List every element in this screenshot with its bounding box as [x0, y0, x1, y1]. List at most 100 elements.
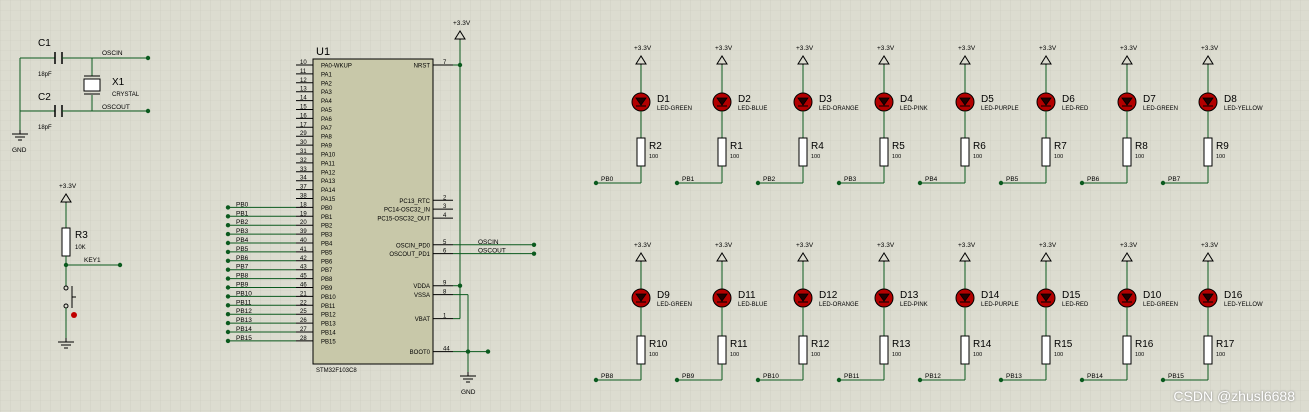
pin-name-PB12: PB12 [321, 313, 336, 319]
pin-num-37: 37 [300, 185, 307, 191]
pin-name-PA4: PA4 [321, 99, 333, 105]
res-ref-R15: R15 [1054, 339, 1073, 350]
terminal-led-PB1 [674, 180, 680, 186]
res-value-R17: 100 [1216, 352, 1225, 358]
res-ref-R1: R1 [730, 141, 743, 152]
led-ref-D2: D2 [738, 94, 751, 105]
pin-name-PB15: PB15 [321, 339, 336, 345]
pin-num-19: 19 [300, 211, 307, 217]
res-value-R9: 100 [1216, 154, 1225, 160]
pin-num-17: 17 [300, 122, 307, 128]
pin-num-30: 30 [300, 140, 307, 146]
resistor-R5 [879, 137, 889, 167]
resistor-R12 [798, 335, 808, 365]
res-ref-R4: R4 [811, 141, 824, 152]
switch-contact [63, 285, 69, 291]
oscin-terminal [145, 55, 151, 61]
net-led-label-PB7: PB7 [1168, 176, 1181, 183]
res-ref-R12: R12 [811, 339, 830, 350]
terminal-PB10 [225, 294, 231, 299]
pin-num-34: 34 [300, 176, 307, 182]
terminal-PB7 [225, 267, 231, 272]
pin-name-PB7: PB7 [321, 268, 333, 274]
res-value-R12: 100 [811, 352, 820, 358]
pin-name-NRST: NRST [414, 64, 431, 70]
led-triangle [878, 293, 890, 302]
led-type-D6: LED-RED [1062, 106, 1089, 112]
terminal-led-PB15 [1160, 377, 1166, 383]
net-led-label-PB2: PB2 [763, 176, 776, 183]
net-label-PB12: PB12 [236, 308, 252, 315]
pin-num-3: 3 [443, 204, 447, 210]
pin-name-PA10: PA10 [321, 153, 336, 159]
net-label-PB0: PB0 [236, 201, 249, 208]
pin-name-PA11: PA11 [321, 161, 335, 167]
led-rail-D12-label: +3.3V [796, 242, 814, 249]
pin-name-PA2: PA2 [321, 81, 333, 87]
c2-ref: C2 [38, 92, 51, 103]
led-ref-D13: D13 [900, 290, 919, 301]
pin-name-PB2: PB2 [321, 224, 333, 230]
terminal-PB13 [225, 320, 231, 326]
res-value-R7: 100 [1054, 154, 1063, 160]
led-ref-D10: D10 [1143, 290, 1162, 301]
led-rail-D8-label: +3.3V [1201, 45, 1219, 52]
pin-name-PB5: PB5 [321, 250, 333, 256]
res-value-R16: 100 [1135, 352, 1144, 358]
terminal-led-PB0 [593, 180, 599, 186]
pin-num-29: 29 [300, 131, 307, 137]
res-value-R13: 100 [892, 352, 901, 358]
led-ref-D4: D4 [900, 94, 913, 105]
resistor-R14 [960, 335, 970, 365]
res-ref-R7: R7 [1054, 141, 1067, 152]
net-label-PB14: PB14 [236, 326, 252, 333]
terminal-PB4 [225, 240, 231, 246]
pin-num-22: 22 [300, 300, 307, 306]
res-value-R2: 100 [649, 154, 658, 160]
led-type-D12: LED-ORANGE [819, 302, 859, 308]
res-ref-R2: R2 [649, 141, 662, 152]
pin-name-PB11: PB11 [321, 304, 336, 310]
led-rail-D14-label: +3.3V [958, 242, 976, 249]
led-type-D7: LED-GREEN [1143, 106, 1178, 112]
led-rail-D2-label: +3.3V [715, 45, 733, 52]
resistor-R15 [1041, 335, 1051, 365]
r3-ref: R3 [75, 230, 88, 241]
led-rail-D5-label: +3.3V [958, 45, 976, 52]
led-ref-D6: D6 [1062, 94, 1075, 105]
mcu-rail-label: +3.3V [453, 20, 471, 27]
terminal-OSCIN [531, 242, 537, 247]
terminal-PB14 [225, 329, 231, 335]
net-led-label-PB15: PB15 [1168, 373, 1184, 380]
terminal-led-PB5 [998, 180, 1004, 186]
led-triangle [959, 97, 971, 106]
led-triangle [878, 97, 890, 106]
net-led-label-PB12: PB12 [925, 373, 941, 380]
pin-num-26: 26 [300, 318, 307, 324]
terminal-PB1 [225, 214, 231, 219]
pin-name-OSCOUT_PD1: OSCOUT_PD1 [389, 252, 430, 258]
terminal-led-PB12 [917, 377, 923, 383]
res-ref-R17: R17 [1216, 339, 1235, 350]
terminal-PB8 [225, 276, 231, 281]
terminal-led-PB8 [593, 377, 599, 383]
pin-name-PB1: PB1 [321, 215, 333, 221]
net-label-PB5: PB5 [236, 246, 249, 253]
res-value-R15: 100 [1054, 352, 1063, 358]
resistor-R6 [960, 137, 970, 167]
resistor-R11 [717, 335, 727, 365]
pin-num-20: 20 [300, 220, 307, 226]
mcu-part: STM32F103C8 [316, 368, 357, 374]
net-label-PB6: PB6 [236, 255, 249, 262]
net-led-label-PB4: PB4 [925, 176, 938, 183]
led-triangle [716, 97, 728, 106]
pin-name-OSCIN_PD0: OSCIN_PD0 [396, 243, 431, 249]
pin-name-PA1: PA1 [321, 72, 333, 78]
led-triangle [1040, 293, 1052, 302]
pin-num-27: 27 [300, 327, 307, 333]
pin-num-40: 40 [300, 238, 307, 244]
led-rail-D1-label: +3.3V [634, 45, 652, 52]
led-triangle [716, 293, 728, 302]
terminal-led-PB13 [998, 377, 1004, 383]
led-rail-D7-label: +3.3V [1120, 45, 1138, 52]
